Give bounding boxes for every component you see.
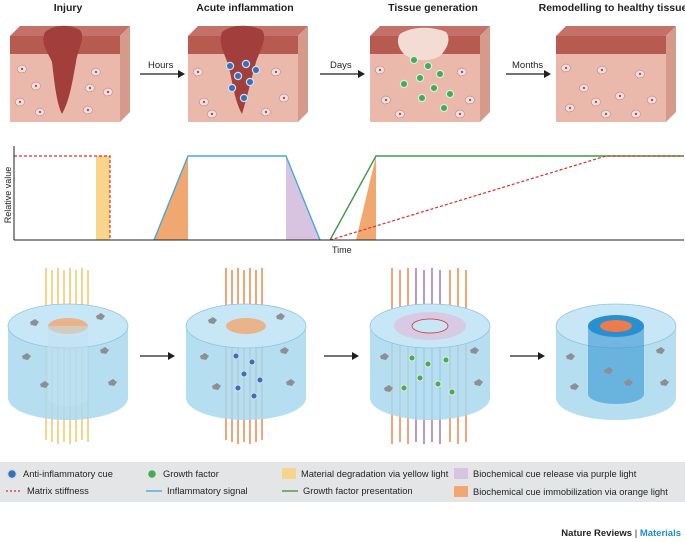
hydrogel-cylinder-4 [555,303,677,420]
arrow-cylinder-2-3 [324,352,359,360]
credit-separator: | [632,528,640,539]
yellow-region [96,156,110,240]
tissue-stages-illustration [10,25,676,122]
legend-growth-factor: Growth factor [146,468,219,480]
yellow-swatch-icon [282,468,296,479]
arrow-hours [140,70,185,78]
credit-journal: Nature Reviews [561,528,633,539]
stage-title-remodelling: Remodelling to healthy tissue [538,2,685,14]
legend-purple-light-label: Biochemical cue release via purple light [473,468,637,479]
legend-matrix-stiffness-label: Matrix stiffness [27,486,89,496]
y-axis-label: Relative value [3,166,13,224]
legend: Anti-inflammatory cue Growth factor Mate… [0,462,685,502]
skin-block-tissue-generation [370,26,490,122]
stage-title-injury: Injury [53,2,83,14]
legend-growth-factor-label: Growth factor [163,469,219,479]
matrix-stiffness-line-2 [329,155,684,241]
legend-yellow-light: Material degradation via yellow light [282,468,448,479]
skin-block-remodelling [556,26,676,122]
orange-swatch-icon [454,486,468,497]
legend-growth-factor-presentation-label: Growth factor presentation [303,486,413,496]
arrow-label-months: Months [512,60,544,71]
arrow-cylinder-3-4 [510,352,545,360]
matrix-stiffness-line [14,155,111,240]
purple-swatch-icon [454,468,468,479]
arrow-days [320,70,365,78]
legend-purple-light: Biochemical cue release via purple light [454,468,636,479]
skin-block-injury [10,25,130,122]
hydrogel-cylinder-3 [369,268,491,444]
credit-section: Materials [639,528,681,539]
relative-value-graph [13,146,684,241]
legend-matrix-stiffness: Matrix stiffness [6,486,89,496]
hydrogel-stages-illustration [7,268,677,444]
skin-block-acute-inflammation [188,25,308,122]
growth-factor-icon [146,468,158,480]
legend-orange-light: Biochemical cue immobilization via orang… [454,486,668,497]
stage-title-tissue-generation: Tissue generation [388,2,478,14]
legend-yellow-light-label: Material degradation via yellow light [301,468,449,479]
arrow-label-hours: Hours [148,60,174,71]
legend-orange-light-label: Biochemical cue immobilization via orang… [473,486,668,497]
legend-anti-inflammatory-cue-label: Anti-inflammatory cue [23,469,113,479]
arrow-label-days: Days [330,60,352,71]
arrow-months [506,70,551,78]
legend-inflammatory-signal-label: Inflammatory signal [167,486,248,496]
growth-factor-line [329,155,684,241]
inflammatory-signal-line-icon [146,490,162,492]
inflammatory-signal-line [153,155,321,241]
hydrogel-cylinder-2 [185,268,307,444]
journal-credit: Nature Reviews | Materials [561,528,681,539]
legend-anti-inflammatory-cue: Anti-inflammatory cue [6,468,113,480]
orange-region-2 [356,156,376,240]
legend-inflammatory-signal: Inflammatory signal [146,486,248,496]
x-axis-label: Time [332,245,352,255]
legend-growth-factor-presentation: Growth factor presentation [282,486,413,496]
arrow-cylinder-1-2 [140,352,175,360]
stage-title-acute-inflammation: Acute inflammation [196,2,294,14]
growth-factor-line-icon [282,490,298,492]
matrix-stiffness-line-icon [6,490,22,492]
hydrogel-cylinder-1 [7,268,129,444]
anti-inflammatory-cue-icon [6,468,18,480]
